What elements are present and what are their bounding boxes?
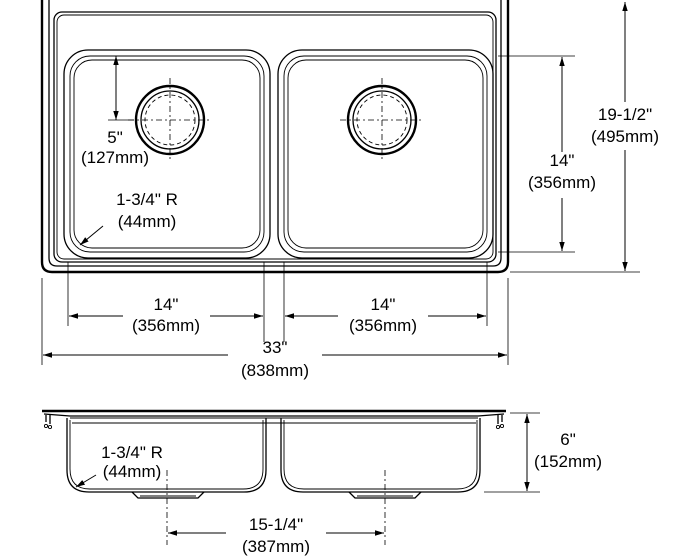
corner-radius-metric: (44mm) bbox=[118, 212, 177, 231]
bowl-depth-metric: (356mm) bbox=[528, 173, 596, 192]
corner-radius-callout: 1-3/4" R (44mm) bbox=[79, 190, 178, 246]
left-bowl-width-imperial: 14" bbox=[154, 295, 179, 314]
sink-top-view bbox=[40, 0, 510, 274]
side-corner-radius-callout: 1-3/4" R (44mm) bbox=[75, 443, 163, 488]
drain-offset-metric: (127mm) bbox=[81, 148, 149, 167]
side-corner-radius-imperial: 1-3/4" R bbox=[101, 443, 163, 462]
side-corner-radius-metric: (44mm) bbox=[103, 462, 162, 481]
left-drain bbox=[128, 78, 212, 162]
overall-depth-metric: (495mm) bbox=[591, 127, 659, 146]
right-bowl bbox=[277, 49, 494, 259]
left-bowl-floor bbox=[73, 59, 261, 249]
drain-spacing-dimension: 15-1/4" (387mm) bbox=[168, 515, 384, 556]
drain-offset-dimension: 5" (127mm) bbox=[81, 56, 149, 167]
sink-side-view bbox=[42, 409, 506, 545]
drain-spacing-imperial: 15-1/4" bbox=[249, 515, 303, 534]
left-bowl-width-metric: (356mm) bbox=[132, 316, 200, 335]
corner-radius-imperial: 1-3/4" R bbox=[116, 190, 178, 209]
drain-offset-imperial: 5" bbox=[107, 128, 123, 147]
overall-depth-imperial: 19-1/2" bbox=[598, 105, 652, 124]
left-bowl bbox=[63, 49, 271, 259]
bowl-height-imperial: 6" bbox=[560, 430, 576, 449]
drain-spacing-metric: (387mm) bbox=[242, 537, 310, 556]
right-bowl-width-metric: (356mm) bbox=[349, 316, 417, 335]
left-bowl-inner bbox=[69, 55, 265, 253]
sink-rim-inner-edge bbox=[48, 0, 502, 267]
overall-depth-dimension: 19-1/2" (495mm) bbox=[510, 2, 659, 273]
bowl-height-metric: (152mm) bbox=[534, 452, 602, 471]
overall-width-dimension: 33" (838mm) bbox=[41, 278, 509, 380]
overall-width-metric: (838mm) bbox=[241, 361, 309, 380]
overall-width-imperial: 33" bbox=[263, 338, 288, 357]
bowl-depth-imperial: 14" bbox=[550, 151, 575, 170]
bowl-width-dimensions: 14" (356mm) 14" (356mm) bbox=[67, 262, 488, 342]
sink-deck bbox=[53, 11, 497, 263]
sink-outer-rim bbox=[40, 0, 510, 274]
right-drain bbox=[340, 78, 424, 162]
side-left-bowl bbox=[66, 418, 267, 493]
bowl-depth-dimension: 14" (356mm) bbox=[498, 55, 596, 253]
right-bowl-width-imperial: 14" bbox=[371, 295, 396, 314]
right-bowl-floor bbox=[287, 59, 484, 249]
side-rim-flange-lower bbox=[43, 413, 505, 417]
bowl-height-dimension: 6" (152mm) bbox=[484, 412, 602, 493]
side-right-bowl bbox=[280, 418, 481, 493]
right-bowl-inner bbox=[283, 55, 488, 253]
